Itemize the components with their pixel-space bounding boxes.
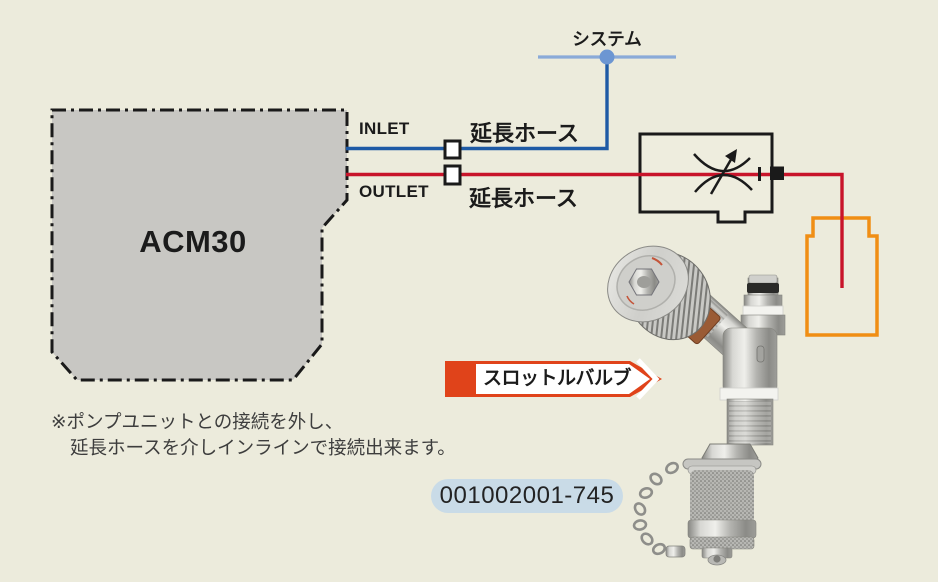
coupling-bottom-tip-hole bbox=[713, 555, 721, 563]
part-number-badge: 001002001-745 bbox=[431, 479, 623, 513]
valve-lower-white-ring bbox=[719, 387, 779, 401]
throttle-symbol-arrow-shaft bbox=[709, 155, 735, 195]
valve-t-body-slot bbox=[756, 345, 765, 363]
pump-unit-label: ACM30 bbox=[139, 224, 247, 259]
valve-t-body bbox=[722, 327, 778, 395]
extension-hose-label-inlet: 延長ホース bbox=[470, 121, 579, 146]
coupling-knurled-sleeve bbox=[690, 470, 754, 524]
outlet-hose-connector bbox=[443, 164, 462, 186]
knob-center-hole bbox=[637, 276, 651, 288]
callout-label: スロットルバルブ bbox=[482, 368, 632, 389]
throttle-valve-box bbox=[638, 132, 774, 224]
knob-dial-mark-top bbox=[651, 257, 663, 266]
outlet-port-connector bbox=[770, 166, 784, 180]
outlet-label: OUTLET bbox=[359, 182, 429, 201]
system-node-dot bbox=[599, 49, 615, 65]
throttle-valve-photo bbox=[607, 245, 786, 566]
footnote: ※ポンプユニットとの接続を外し、 延長ホースを介しインラインで接続出来ます。 bbox=[51, 409, 456, 460]
coupling-stamped-band bbox=[687, 519, 757, 539]
coupling-chain bbox=[632, 461, 679, 556]
valve-lower-threads bbox=[729, 401, 771, 443]
part-number-text: 001002001-745 bbox=[439, 482, 615, 509]
extension-hose-label-outlet: 延長ホース bbox=[469, 186, 578, 211]
valve-top-fitting-black-ring bbox=[747, 283, 779, 293]
pump-unit-outline bbox=[50, 108, 349, 382]
inlet-label: INLET bbox=[359, 119, 410, 138]
callout-accent-block bbox=[445, 361, 476, 397]
system-label: システム bbox=[572, 29, 642, 49]
footnote-line1: ※ポンプユニットとの接続を外し、 bbox=[51, 411, 344, 432]
valve-top-fitting-cap bbox=[748, 274, 778, 284]
collection-bottle-outline bbox=[805, 216, 879, 337]
coupling-knurled-ring bbox=[689, 536, 755, 550]
chain-dust-cap bbox=[665, 545, 686, 558]
knob-dial-mark-left bbox=[626, 295, 635, 305]
footnote-line2: 延長ホースを介しインラインで接続出来ます。 bbox=[70, 436, 456, 458]
inlet-hose-connector bbox=[443, 139, 462, 160]
valve-top-white-seal-ring bbox=[742, 305, 784, 317]
callout-tip-gap bbox=[636, 358, 660, 400]
throttle-symbol-top-arc bbox=[693, 153, 751, 173]
outlet-hose-line bbox=[346, 172, 844, 288]
throttle-symbol-arrowhead bbox=[725, 149, 737, 163]
callout-arrow-body bbox=[448, 364, 650, 394]
inlet-hose-line bbox=[346, 57, 609, 151]
